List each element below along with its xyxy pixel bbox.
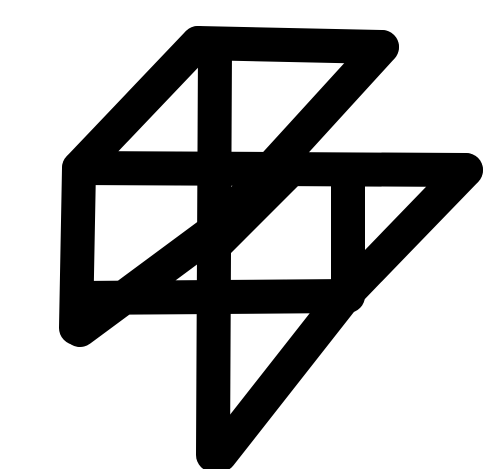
lattice-strokes — [76, 43, 466, 455]
lower-horizontal-stroke — [80, 296, 348, 298]
